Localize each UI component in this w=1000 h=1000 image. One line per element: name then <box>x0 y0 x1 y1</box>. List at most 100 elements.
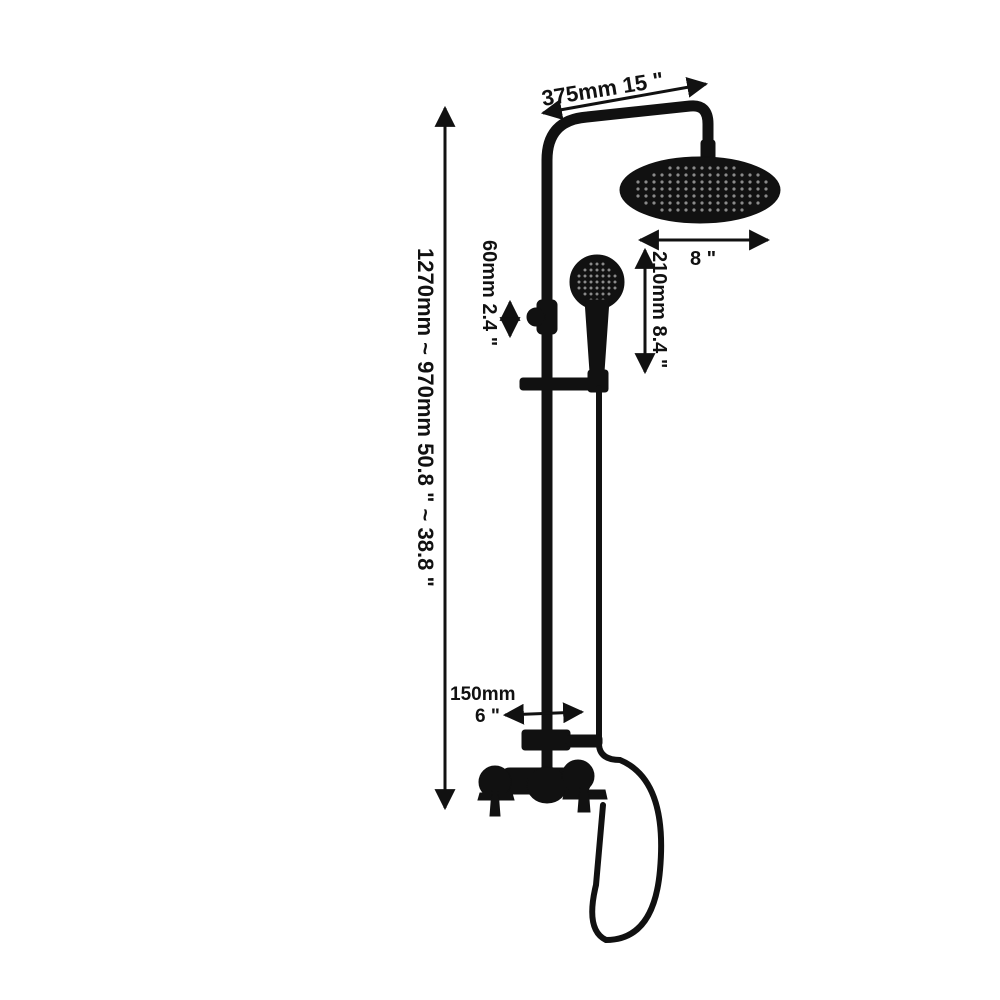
nozzle-dot <box>676 166 680 170</box>
hand-nozzle-dot <box>601 268 605 272</box>
nozzle-dot <box>692 173 696 177</box>
nozzle-dot <box>724 173 728 177</box>
nozzle-dot <box>708 201 712 205</box>
nozzle-dot <box>708 208 712 212</box>
nozzle-dot <box>692 187 696 191</box>
hand-nozzle-dot <box>577 286 581 290</box>
nozzle-dot <box>716 194 720 198</box>
nozzle-dot <box>676 194 680 198</box>
arm-reach-label: 375mm 15 " <box>540 67 665 111</box>
hand-nozzle-dot <box>583 286 587 290</box>
nozzle-dot <box>676 180 680 184</box>
nozzle-dot <box>724 187 728 191</box>
hand-nozzle-dot <box>607 268 611 272</box>
nozzle-dot <box>748 173 752 177</box>
nozzle-dot <box>668 166 672 170</box>
mixer-center <box>526 766 568 804</box>
hand-nozzle-dot <box>601 280 605 284</box>
nozzle-dot <box>684 173 688 177</box>
nozzle-dot <box>716 208 720 212</box>
nozzle-dot <box>668 201 672 205</box>
nozzle-dot <box>668 173 672 177</box>
nozzle-dot <box>740 201 744 205</box>
nozzle-dot <box>660 187 664 191</box>
nozzle-dot <box>740 173 744 177</box>
nozzle-dot <box>684 208 688 212</box>
nozzle-dot <box>652 180 656 184</box>
hand-nozzle-dot <box>589 268 593 272</box>
nozzle-dot <box>748 194 752 198</box>
hand-nozzle-dot <box>601 262 605 266</box>
nozzle-dot <box>668 208 672 212</box>
nozzle-dot <box>724 180 728 184</box>
nozzle-dot <box>692 166 696 170</box>
nozzle-dot <box>636 194 640 198</box>
nozzle-dot <box>676 187 680 191</box>
hand-nozzle-dot <box>595 274 599 278</box>
nozzle-dot <box>652 194 656 198</box>
nozzle-dot <box>756 180 760 184</box>
nozzle-dot <box>700 180 704 184</box>
hand-nozzle-dot <box>595 280 599 284</box>
hand-nozzle-dot <box>589 280 593 284</box>
hand-shower-nozzles <box>577 262 617 302</box>
right-cross-handle <box>562 786 608 813</box>
nozzle-dot <box>700 173 704 177</box>
nozzle-dot <box>684 166 688 170</box>
nozzle-dot <box>764 187 768 191</box>
valve-width-mm-label: 150mm <box>450 684 516 705</box>
nozzle-dot <box>708 194 712 198</box>
nozzle-dot <box>660 201 664 205</box>
nozzle-dot <box>732 208 736 212</box>
nozzle-dot <box>692 194 696 198</box>
hand-nozzle-dot <box>583 280 587 284</box>
nozzle-dot <box>724 166 728 170</box>
nozzle-dot <box>652 173 656 177</box>
nozzle-dot <box>652 201 656 205</box>
nozzle-dot <box>660 173 664 177</box>
nozzle-dot <box>636 187 640 191</box>
nozzle-dot <box>756 173 760 177</box>
nozzle-dot <box>644 180 648 184</box>
handheld-height-label: 210mm 8.4 " <box>648 251 670 368</box>
nozzle-dot <box>644 194 648 198</box>
nozzle-dot <box>716 166 720 170</box>
nozzle-dot <box>700 187 704 191</box>
dimension-lines <box>434 76 771 811</box>
shower-fixture <box>477 100 781 944</box>
nozzle-dot <box>740 208 744 212</box>
nozzle-dot <box>756 187 760 191</box>
nozzle-dot <box>684 187 688 191</box>
nozzle-dot <box>708 173 712 177</box>
nozzle-dot <box>724 201 728 205</box>
hand-nozzle-dot <box>595 292 599 296</box>
nozzle-dot <box>668 187 672 191</box>
nozzle-dot <box>668 194 672 198</box>
nozzle-dot <box>732 201 736 205</box>
nozzle-dot <box>676 173 680 177</box>
nozzle-dot <box>652 187 656 191</box>
nozzle-dot <box>748 201 752 205</box>
nozzle-dot <box>684 194 688 198</box>
shower-head-nozzles <box>636 166 768 212</box>
nozzle-dot <box>732 194 736 198</box>
hand-nozzle-dot <box>589 274 593 278</box>
nozzle-dot <box>700 208 704 212</box>
nozzle-dot <box>716 173 720 177</box>
nozzle-dot <box>684 201 688 205</box>
rain-shower-head <box>619 156 781 224</box>
nozzle-dot <box>724 208 728 212</box>
nozzle-dot <box>740 187 744 191</box>
nozzle-dot <box>764 180 768 184</box>
nozzle-dot <box>740 180 744 184</box>
hand-nozzle-dot <box>577 280 581 284</box>
hand-nozzle-dot <box>595 262 599 266</box>
hand-nozzle-dot <box>583 274 587 278</box>
hand-nozzle-dot <box>607 274 611 278</box>
hand-nozzle-dot <box>595 268 599 272</box>
nozzle-dot <box>716 187 720 191</box>
nozzle-dot <box>708 187 712 191</box>
nozzle-dot <box>700 194 704 198</box>
hand-nozzle-dot <box>595 286 599 290</box>
hand-nozzle-dot <box>589 262 593 266</box>
